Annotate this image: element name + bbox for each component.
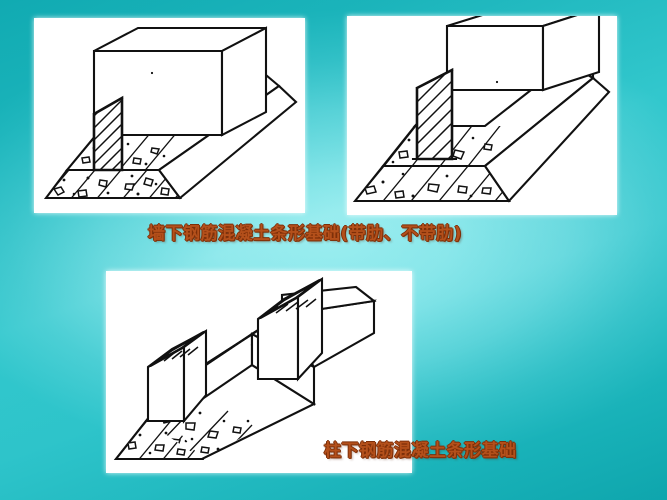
figure-wall-footing-ribbed: [347, 16, 617, 215]
caption-column-footing: 柱下钢筋混凝土条形基础: [324, 441, 517, 461]
wall-section-hatch: [411, 67, 458, 161]
column-rear: [256, 276, 324, 382]
caption-wall-footing: 墙下钢筋混凝土条形基础(带肋、不带肋): [148, 224, 463, 244]
wall-footing-ribbed-drawing: [352, 16, 611, 203]
column-strip-footing-drawing: [113, 276, 377, 461]
figure-wall-footing-plain: [34, 18, 305, 213]
concrete-aggregate-texture-front: [46, 170, 180, 198]
wall-footing-plain-drawing: [43, 26, 298, 200]
column-front: [146, 328, 208, 424]
surface-mark: [150, 71, 154, 75]
figure-column-strip-footing: [106, 271, 412, 473]
wall: [92, 26, 268, 137]
surface-mark: [495, 80, 499, 84]
wall: [445, 16, 601, 92]
